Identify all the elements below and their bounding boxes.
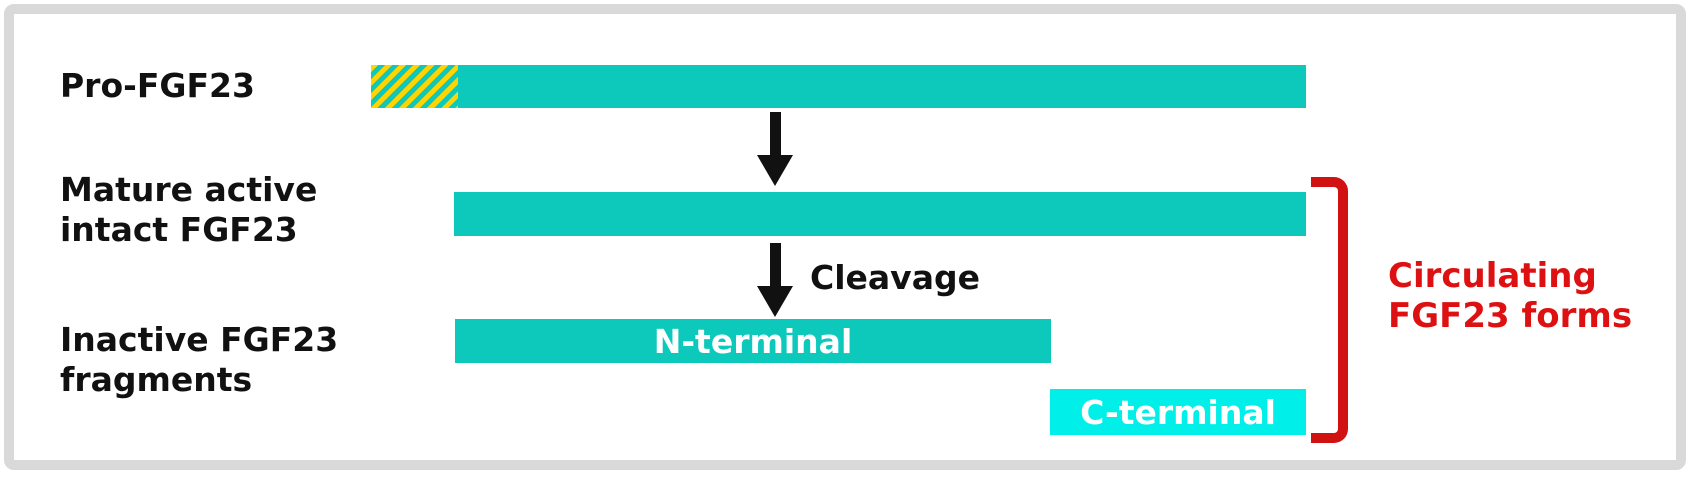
down-arrow-head bbox=[757, 155, 793, 186]
row-label-inactive-fgf23-fragments: Inactive FGF23 fragments bbox=[60, 320, 339, 399]
n-terminal-bar-label: N-terminal bbox=[653, 321, 853, 361]
c-terminal-fragment-bar: C-terminal bbox=[1050, 389, 1306, 435]
circulating-forms-bracket bbox=[1311, 177, 1348, 443]
row-label-pro-fgf23: Pro-FGF23 bbox=[60, 66, 255, 105]
down-arrow-cleavage bbox=[757, 243, 793, 317]
n-terminal-fragment-bar: N-terminal bbox=[455, 319, 1051, 363]
mature-intact-fgf23-bar bbox=[454, 192, 1306, 236]
down-arrow-stem bbox=[769, 243, 781, 286]
pro-fgf23-bar bbox=[371, 65, 1306, 108]
cleavage-label: Cleavage bbox=[810, 258, 980, 297]
circulating-fgf23-forms-label: Circulating FGF23 forms bbox=[1388, 256, 1633, 336]
propeptide-hatched-segment bbox=[371, 65, 458, 108]
row-label-mature-intact-fgf23: Mature active intact FGF23 bbox=[60, 170, 318, 249]
c-terminal-bar-label: C-terminal bbox=[1080, 392, 1276, 432]
diagram-border-frame bbox=[4, 4, 1686, 470]
down-arrow-head bbox=[757, 286, 793, 317]
down-arrow-stem bbox=[769, 112, 781, 155]
down-arrow-maturation bbox=[757, 112, 793, 186]
